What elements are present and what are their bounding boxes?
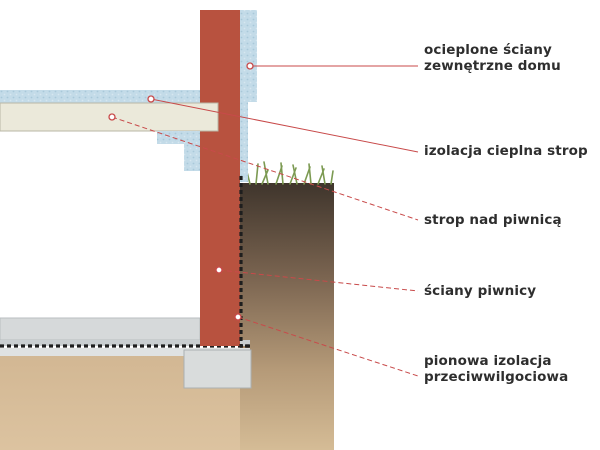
label-basement-ceiling-line-1: strop nad piwnicą [424,212,562,228]
label-exterior-walls-line-1: ocieplone ściany [424,42,552,58]
leader-lines [111,65,419,377]
markers [108,62,254,321]
label-damp-proofing-line-2: przeciwwilgociowa [424,369,569,385]
basement-wall [200,10,240,346]
label-vertical-damp-proofing: pionowa izolacja przeciwwilgociowa [424,353,568,385]
leader-basement-ceiling [111,116,419,221]
grass [245,161,334,185]
label-ceiling-insulation: izolacja cieplna strop [424,143,588,159]
wall-insulation [240,10,257,102]
floor-base [0,348,250,356]
marker-ceiling-insulation [147,95,155,103]
label-exterior-walls: ocieplone ściany zewnętrzne domu [424,42,561,74]
label-basement-walls-line-1: ściany piwnicy [424,283,537,299]
marker-exterior-walls [246,62,254,70]
ceiling-insulation-layer [0,90,200,103]
leader-ceiling-insulation [150,98,419,153]
floor-screed [0,340,250,346]
marker-basement-ceiling [108,113,116,121]
label-ceiling-insulation-line-1: izolacja cieplna strop [424,143,588,159]
vertical-damp-proofing-line [239,176,250,348]
basement-floor [0,317,201,341]
soil [240,183,334,450]
leader-basement-walls [218,269,419,292]
marker-basement-walls [215,266,223,274]
label-exterior-walls-line-2: zewnętrzne domu [424,58,561,74]
label-damp-proofing-line-1: pionowa izolacja [424,353,552,369]
wall-insulation-lower [240,102,248,182]
footing [183,349,252,389]
label-basement-ceiling: strop nad piwnicą [424,212,562,228]
marker-damp-proofing [234,313,242,321]
wall-inner-insulation [184,131,200,171]
label-basement-walls: ściany piwnicy [424,283,536,299]
